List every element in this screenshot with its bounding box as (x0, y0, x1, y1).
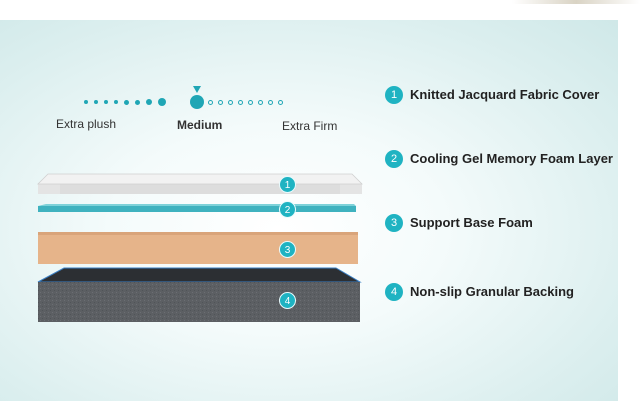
firmness-dot (218, 99, 223, 105)
layer-support-foam (38, 232, 358, 264)
firmness-dot (135, 99, 140, 105)
firmness-dot (124, 99, 129, 105)
legend-badge-3: 3 (385, 214, 403, 232)
right-edge (618, 20, 640, 401)
legend-label-1: Knitted Jacquard Fabric Cover (410, 87, 600, 102)
firmness-dot (198, 99, 203, 105)
firmness-dot (158, 98, 166, 106)
layer-cover (37, 173, 363, 194)
layer-badge-1: 1 (279, 176, 296, 193)
legend-label-2: Cooling Gel Memory Foam Layer (410, 151, 613, 166)
firmness-dot (268, 99, 273, 105)
firmness-dot (84, 100, 88, 104)
firmness-dot (94, 100, 98, 104)
firmness-dot (104, 100, 108, 104)
firmness-dot (258, 99, 263, 105)
legend-badge-1: 1 (385, 86, 403, 104)
firmness-dot (114, 100, 118, 104)
firmness-label-left: Extra plush (56, 117, 117, 131)
firmness-dot-selected (190, 95, 204, 109)
legend-badge-4: 4 (385, 283, 403, 301)
firmness-label-right: Extra Firm (282, 119, 338, 133)
legend-badge-2: 2 (385, 150, 403, 168)
firmness-pointer-icon (193, 86, 201, 93)
firmness-dot (238, 99, 243, 105)
layer-badge-3: 3 (279, 241, 296, 258)
layer-backing (37, 267, 362, 322)
top-strip (0, 0, 640, 4)
firmness-dot (248, 99, 253, 105)
layer-gel (38, 204, 356, 212)
firmness-dot (278, 99, 283, 105)
firmness-dot (146, 99, 152, 105)
firmness-label-center: Medium (177, 118, 223, 132)
firmness-dot (208, 99, 213, 105)
firmness-dot (228, 99, 233, 105)
legend-label-3: Support Base Foam (410, 215, 533, 230)
layer-badge-4: 4 (279, 292, 296, 309)
legend-label-4: Non-slip Granular Backing (410, 284, 574, 299)
layer-badge-2: 2 (279, 201, 296, 218)
